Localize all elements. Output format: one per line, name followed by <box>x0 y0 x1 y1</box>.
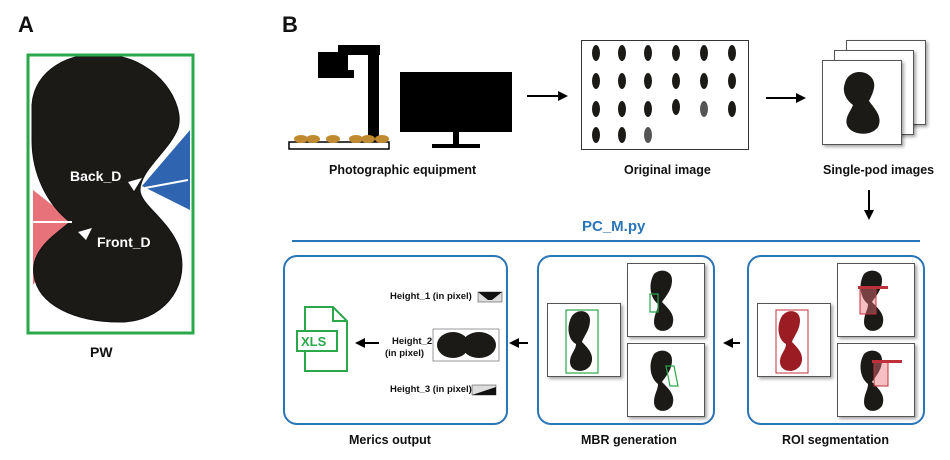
height-2-label-line1: Height_2 <box>392 336 433 347</box>
front-marker <box>78 228 92 240</box>
arrowhead <box>558 91 568 101</box>
monitor-screen <box>400 72 512 132</box>
back-depth-line <box>144 179 189 189</box>
mbr-generation-box <box>537 255 715 425</box>
pw-caption: PW <box>90 344 113 360</box>
panel-b-letter: B <box>282 12 298 37</box>
pod-sample <box>349 135 363 143</box>
single-pod-caption: Single-pod images <box>823 163 935 177</box>
height-1-label: Height_1 (in pixel) <box>390 291 472 302</box>
camera-lens <box>318 70 354 78</box>
roi-front-image <box>837 343 915 417</box>
camera-body <box>318 52 348 70</box>
pod-sample <box>306 135 320 143</box>
xls-file-icon <box>296 306 348 372</box>
monitor-neck <box>453 132 459 144</box>
script-title: PC_M.py <box>582 218 646 235</box>
equipment-caption: Photographic equipment <box>329 163 477 177</box>
mbr-back-image <box>627 263 705 337</box>
pod-sample <box>361 135 375 143</box>
arrow-heights-to-file <box>355 338 379 348</box>
original-image-caption: Original image <box>624 163 711 177</box>
mbr-generation-caption: MBR generation <box>581 433 677 447</box>
original-image-pods <box>592 45 736 143</box>
camera-stand-arm <box>338 45 380 55</box>
pod-sample <box>294 135 308 143</box>
metrics-output-caption: Merics output <box>349 433 431 447</box>
pod-sample <box>375 135 389 143</box>
height-3-label: Height_3 (in pixel) <box>390 384 472 395</box>
original-image <box>581 40 749 150</box>
xls-file-label: XLS <box>301 334 327 349</box>
pod-silhouette <box>31 53 183 323</box>
roi-segmentation-box <box>747 255 925 425</box>
mbr-full-image <box>547 303 621 377</box>
pod-sample <box>326 135 340 143</box>
back-marker <box>128 178 142 191</box>
roi-segmentation-caption: ROI segmentation <box>782 433 889 447</box>
pod-width-frame <box>26 53 195 335</box>
roi-back-image <box>837 263 915 337</box>
height-2-label-line2: (in pixel) <box>385 348 425 359</box>
mbr-front-image <box>627 343 705 417</box>
base-plate <box>288 141 390 150</box>
camera-stand-pole <box>368 45 379 145</box>
height-1-shape <box>477 291 503 303</box>
single-pod-silhouette <box>843 71 880 134</box>
back-d-label: Back_D <box>70 168 122 184</box>
single-pod-image <box>822 60 902 145</box>
roi-full-image <box>757 303 831 377</box>
back-depth-region <box>142 130 190 210</box>
height-2-pod-shape <box>432 328 500 362</box>
panel-a-letter: A <box>18 12 34 37</box>
height-3-shape <box>471 384 497 396</box>
metrics-output-box: XLS Height_1 (in pixel) Height_2 (in pix… <box>283 255 508 425</box>
monitor-base <box>432 144 480 148</box>
front-d-label: Front_D <box>97 234 151 250</box>
script-divider <box>292 240 920 242</box>
